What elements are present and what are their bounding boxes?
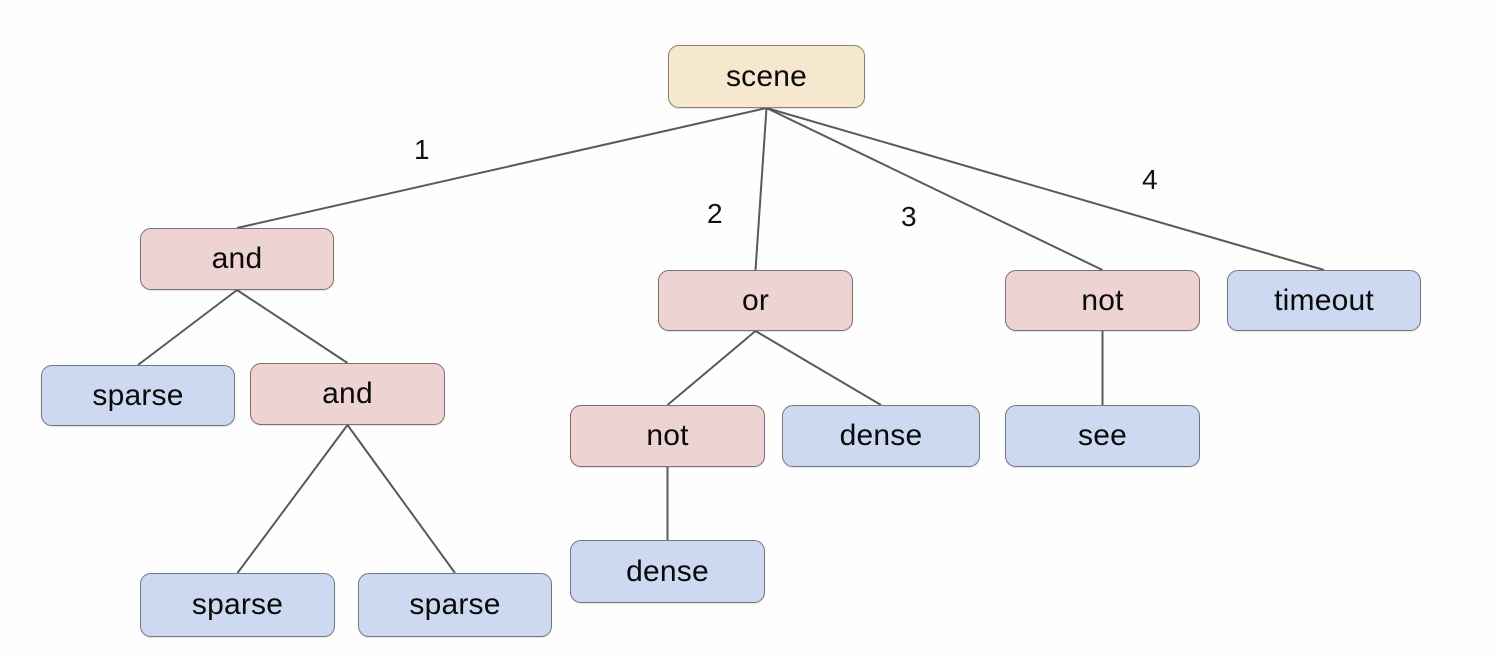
- edge-and2-to-sparse3: [346, 424, 456, 574]
- edge-scene-to-or1: [754, 107, 768, 271]
- edge-or1-to-dense1: [754, 330, 882, 406]
- node-see[interactable]: see: [1005, 405, 1200, 467]
- edge-scene-to-not_r: [766, 107, 1103, 271]
- edge-and1-to-sparse1: [137, 289, 238, 366]
- edge-and1-to-and2: [236, 289, 349, 364]
- node-sparse2[interactable]: sparse: [140, 573, 335, 637]
- edge-label-2: 2: [707, 198, 723, 229]
- node-not_r[interactable]: not: [1005, 270, 1200, 331]
- node-timeout[interactable]: timeout: [1227, 270, 1421, 331]
- node-or1[interactable]: or: [658, 270, 853, 331]
- node-dense1[interactable]: dense: [782, 405, 980, 467]
- node-sparse1[interactable]: sparse: [41, 365, 235, 426]
- edge-scene-to-and1: [236, 107, 767, 229]
- node-and1[interactable]: and: [140, 228, 334, 290]
- edge-label-4: 4: [1142, 164, 1158, 195]
- node-sparse3[interactable]: sparse: [358, 573, 552, 637]
- node-and2[interactable]: and: [250, 363, 445, 425]
- edge-or1-to-not_m: [666, 330, 757, 406]
- edge-label-3: 3: [901, 201, 917, 232]
- node-scene[interactable]: scene: [668, 45, 865, 108]
- edge-label-1: 1: [414, 134, 430, 165]
- edge-scene-to-timeout: [766, 107, 1325, 271]
- node-dense2[interactable]: dense: [570, 540, 765, 603]
- edge-and2-to-sparse2: [236, 424, 349, 574]
- node-not_m[interactable]: not: [570, 405, 765, 467]
